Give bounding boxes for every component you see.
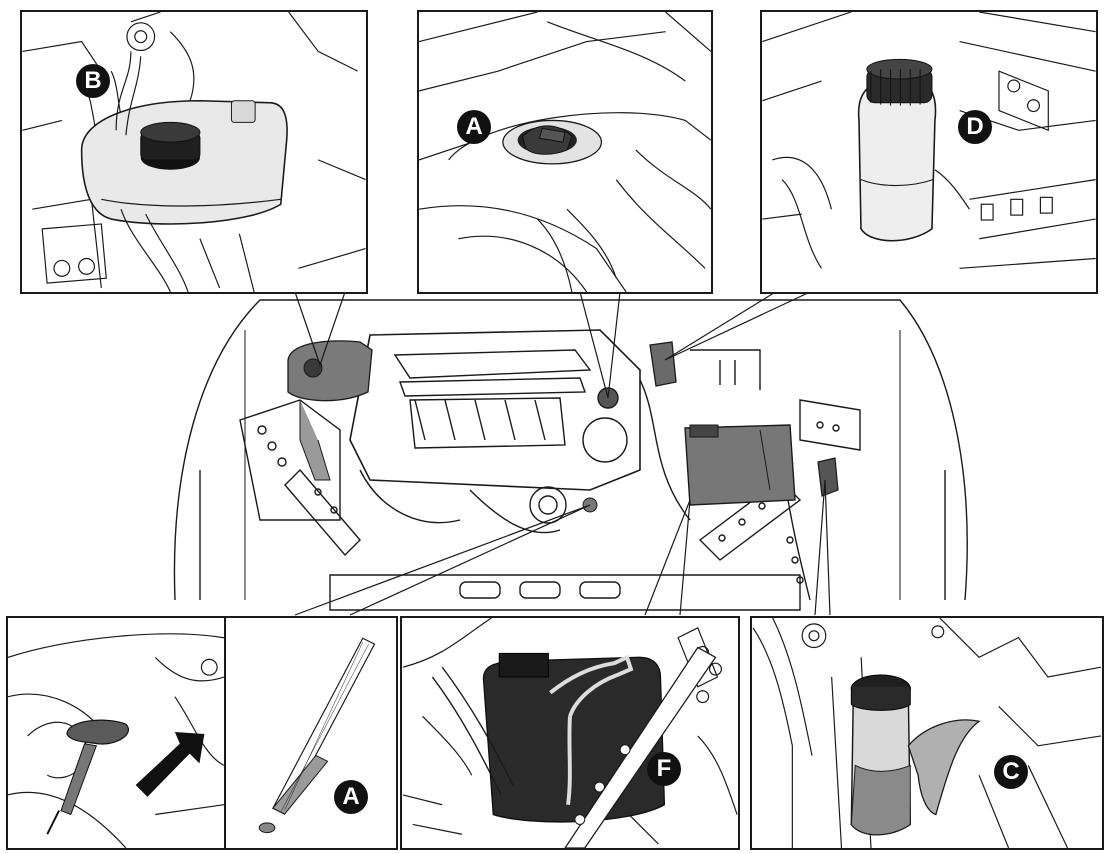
dipstick-detail-panel: A — [224, 616, 398, 850]
dipstick-overview — [582, 497, 598, 513]
washer-fluid-illustration — [752, 618, 1102, 848]
washer-fluid-panel: C — [750, 616, 1104, 850]
brake-fluid-illustration — [762, 12, 1096, 269]
dipstick-location-panel — [6, 616, 226, 850]
callout-badge-d: D — [958, 110, 992, 144]
dipstick-detail-illustration — [258, 637, 376, 834]
battery-overview — [684, 424, 796, 506]
washer-reservoir-overview — [817, 457, 839, 497]
callout-badge-c: C — [994, 755, 1028, 789]
leader-line-b — [294, 291, 346, 367]
leader-line-c — [814, 479, 831, 616]
leader-line-a-bottom — [294, 504, 591, 616]
leader-line-a-top — [579, 291, 621, 399]
callout-badge-b: B — [76, 64, 110, 98]
callout-badge-a-top: A — [457, 110, 491, 144]
brake-fluid-panel: D — [760, 10, 1098, 294]
callout-badge-a-bottom: A — [334, 780, 368, 814]
coolant-reservoir-illustration — [22, 12, 366, 292]
dipstick-location-illustration — [8, 633, 224, 848]
oil-filler-panel: A — [417, 10, 713, 294]
oil-filler-illustration — [419, 12, 711, 292]
brake-reservoir-overview — [649, 341, 677, 387]
battery-illustration — [402, 618, 738, 848]
coolant-reservoir-panel: B — [20, 10, 368, 294]
coolant-reservoir-overview — [287, 340, 373, 481]
leader-line-f — [644, 499, 691, 616]
battery-panel: F — [400, 616, 740, 850]
callout-badge-f: F — [647, 752, 681, 786]
